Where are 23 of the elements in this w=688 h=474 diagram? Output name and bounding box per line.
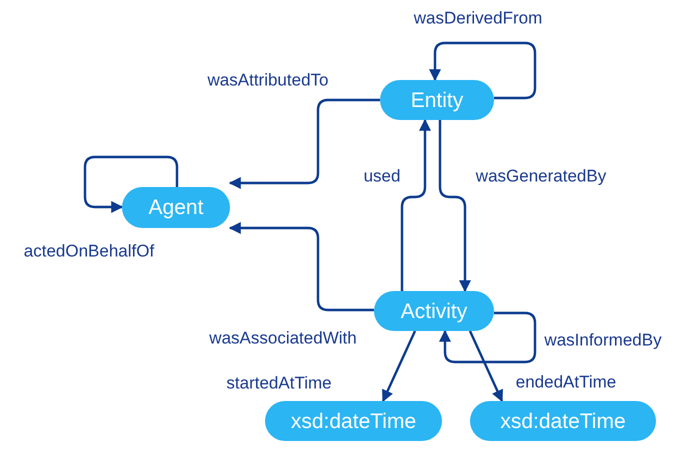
arrow bbox=[228, 98, 380, 189]
arrow bbox=[400, 118, 431, 291]
edge-label: wasAssociatedWith bbox=[207, 330, 359, 346]
edge-label: endedAtTime bbox=[514, 374, 618, 390]
rounded-node: xsd:dateTime bbox=[470, 401, 656, 441]
arrow bbox=[228, 222, 374, 312]
arrow bbox=[438, 120, 471, 292]
edge-label: startedAtTime bbox=[224, 374, 334, 392]
edge-label: wasAttributedTo bbox=[206, 72, 330, 88]
edge-label: wasDerivedFrom bbox=[412, 10, 544, 26]
arrow bbox=[429, 42, 536, 100]
rounded-node: Agent bbox=[122, 187, 230, 228]
arrow bbox=[382, 330, 416, 402]
edge-label: actedOnBehalfOf bbox=[22, 242, 156, 260]
arrow bbox=[439, 312, 536, 364]
arrow bbox=[468, 330, 504, 402]
edge-label: wasGeneratedBy bbox=[474, 168, 608, 184]
arrow bbox=[84, 156, 178, 213]
edge-label: used bbox=[362, 168, 402, 184]
rounded-node: xsd:dateTime bbox=[265, 401, 442, 441]
edge-label: wasInformedBy bbox=[542, 332, 664, 348]
rounded-node: Activity bbox=[374, 291, 494, 331]
rounded-node: Entity bbox=[380, 80, 494, 120]
